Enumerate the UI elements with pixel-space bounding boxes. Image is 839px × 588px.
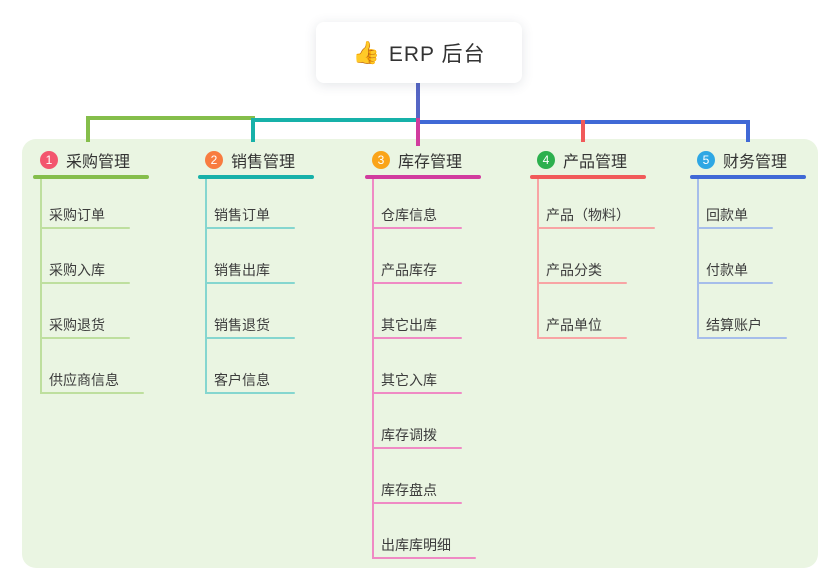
connector-line [416,118,420,146]
child-underline [205,227,295,229]
branch-number-badge: 1 [40,151,58,169]
branch-underline [530,175,646,179]
branch-child-rail [372,179,374,559]
child-underline [697,337,787,339]
branch-underline [365,175,481,179]
child-node[interactable]: 其它入库 [381,372,437,388]
child-underline [205,282,295,284]
branch-child-rail [537,179,539,339]
child-node[interactable]: 销售订单 [214,207,270,223]
branch-number-badge: 2 [205,151,223,169]
child-underline [537,282,627,284]
child-underline [372,337,462,339]
child-underline [372,392,462,394]
branches-panel [22,139,818,568]
child-node[interactable]: 采购退货 [49,317,105,333]
thumbs-up-icon: 👍 [352,39,380,65]
child-underline [205,392,295,394]
root-node[interactable]: 👍 ERP 后台 [316,22,522,83]
connector-line [251,118,420,122]
child-underline [537,227,655,229]
child-node[interactable]: 产品单位 [546,317,602,333]
child-node[interactable]: 其它出库 [381,317,437,333]
child-underline [40,282,130,284]
connector-line [86,116,90,142]
child-node[interactable]: 出库库明细 [381,537,451,553]
child-node[interactable]: 产品库存 [381,262,437,278]
child-underline [40,337,130,339]
branch-child-rail [40,179,42,394]
branch-label: 采购管理 [66,154,131,171]
child-node[interactable]: 产品分类 [546,262,602,278]
child-node[interactable]: 产品（物料） [546,207,630,223]
child-underline [40,227,130,229]
child-node[interactable]: 结算账户 [706,317,762,333]
child-underline [697,282,773,284]
child-node[interactable]: 采购订单 [49,207,105,223]
child-node[interactable]: 采购入库 [49,262,105,278]
child-node[interactable]: 库存调拨 [381,427,437,443]
child-node[interactable]: 付款单 [706,262,748,278]
child-underline [372,282,462,284]
branch-label: 产品管理 [563,154,628,171]
branch-label: 财务管理 [723,154,788,171]
child-node[interactable]: 供应商信息 [49,372,119,388]
branch-underline [690,175,806,179]
child-underline [372,502,462,504]
branch-number-badge: 3 [372,151,390,169]
connector-line [746,120,750,142]
child-underline [372,557,476,559]
branch-node-3[interactable]: 3 库存管理 [372,149,462,171]
root-title: ERP 后台 [388,42,486,66]
connector-line [251,118,255,142]
branch-label: 库存管理 [398,154,463,171]
branch-label: 销售管理 [231,154,296,171]
branch-node-4[interactable]: 4 产品管理 [537,149,627,171]
branch-node-5[interactable]: 5 财务管理 [697,149,787,171]
connector-line [86,116,255,120]
child-underline [205,337,295,339]
branch-node-1[interactable]: 1 采购管理 [40,149,130,171]
branch-number-badge: 4 [537,151,555,169]
child-node[interactable]: 销售退货 [214,317,270,333]
branch-child-rail [697,179,699,339]
child-underline [372,227,462,229]
child-underline [40,392,144,394]
trunk-line [416,83,420,120]
child-node[interactable]: 仓库信息 [381,207,437,223]
child-underline [697,227,773,229]
branch-child-rail [205,179,207,394]
branch-underline [198,175,314,179]
child-underline [537,337,627,339]
branch-number-badge: 5 [697,151,715,169]
child-underline [372,447,462,449]
child-node[interactable]: 回款单 [706,207,748,223]
child-node[interactable]: 客户信息 [214,372,270,388]
branch-node-2[interactable]: 2 销售管理 [205,149,295,171]
child-node[interactable]: 销售出库 [214,262,270,278]
branch-underline [33,175,149,179]
connector-line [581,120,585,142]
child-node[interactable]: 库存盘点 [381,482,437,498]
